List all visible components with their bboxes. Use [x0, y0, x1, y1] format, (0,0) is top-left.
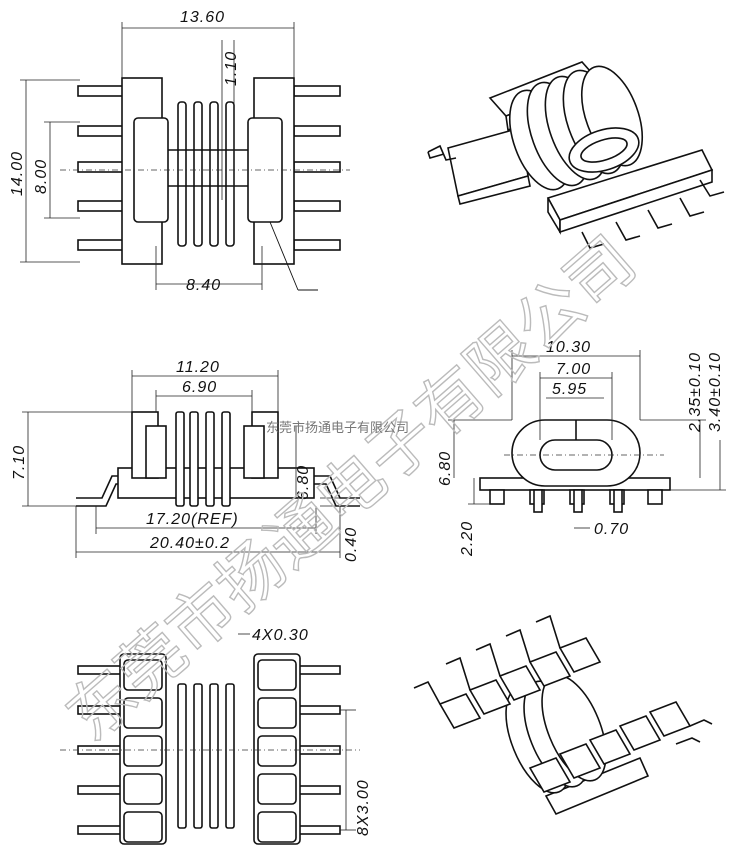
- front-footprint: 6.80: [295, 465, 312, 500]
- top-slot: 1.10: [223, 51, 240, 86]
- front-upper-width: 11.20: [176, 359, 220, 376]
- side-view: 10.30 7.00 5.95 2.35±0.10 3.40±0.10 6.80…: [437, 339, 726, 557]
- side-offset-b: 3.40±0.10: [707, 352, 724, 432]
- top-core-height: 8.00: [33, 159, 50, 194]
- bottom-pitch: 8X3.00: [355, 779, 372, 836]
- front-total-length: 20.40±0.2: [149, 535, 230, 552]
- front-inner-width: 6.90: [182, 379, 217, 396]
- side-pin: 0.70: [594, 521, 629, 538]
- front-standoff: 0.40: [343, 527, 360, 562]
- bottom-view: 4X0.30 8X3.00: [60, 627, 372, 845]
- side-width: 10.30: [546, 339, 591, 356]
- top-inner-width: 8.40: [186, 277, 221, 294]
- watermark-small: 东莞市扬通电子有限公司: [266, 420, 409, 436]
- top-overall-width: 13.60: [180, 9, 225, 26]
- top-overall-height: 14.00: [9, 151, 26, 196]
- front-view: 11.20 6.90 7.10 6.80 17.20(REF) 20.40±0.…: [11, 359, 360, 562]
- side-base: 2.20: [459, 521, 476, 557]
- front-height: 7.10: [11, 445, 28, 480]
- side-offset-a: 2.35±0.10: [687, 352, 704, 433]
- side-height: 6.80: [437, 451, 454, 486]
- side-slot-width: 5.95: [552, 381, 587, 398]
- isometric-view-bottom: [413, 614, 713, 816]
- isometric-view-top: [427, 61, 725, 249]
- side-inner-width: 7.00: [556, 361, 591, 378]
- bottom-pin-width: 4X0.30: [252, 627, 309, 644]
- top-view: 13.60 14.00 8.00 1.10 8.40: [9, 9, 350, 294]
- front-ref-length: 17.20(REF): [146, 511, 239, 528]
